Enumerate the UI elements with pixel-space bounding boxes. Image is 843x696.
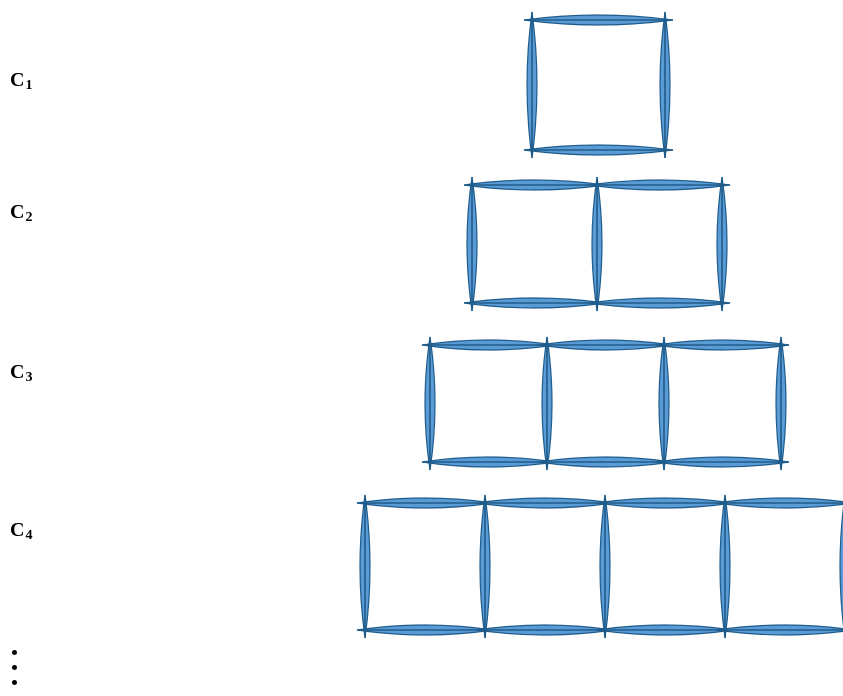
matchstick-horizontal-bottom [524,145,673,155]
matchstick-horizontal-bottom [464,298,605,308]
matchstick-horizontal-bottom [597,625,733,635]
matchstick-horizontal-bottom [539,457,672,467]
matchstick-vertical [360,495,370,638]
matchstick-horizontal-top [656,340,789,350]
matchstick-horizontal-top [597,498,733,508]
matchstick-horizontal-top [357,498,493,508]
matchstick-horizontal-top [524,15,673,25]
matchstick-horizontal-bottom [656,457,789,467]
matchstick-vertical [600,495,610,638]
matchstick-horizontal-bottom [422,457,555,467]
matchstick-vertical [592,177,602,311]
matchstick-horizontal-top [539,340,672,350]
matchstick-vertical [467,177,477,311]
matchstick-horizontal-top [464,180,605,190]
matchstick-vertical [659,337,669,470]
matchstick-horizontal-bottom [717,625,843,635]
matchstick-horizontal-top [422,340,555,350]
matchstick-vertical [717,177,727,311]
matchstick-horizontal-top [477,498,613,508]
matchstick-vertical [480,495,490,638]
matchstick-horizontal-bottom [357,625,493,635]
matchstick-vertical [660,12,670,158]
matchstick-horizontal-bottom [477,625,613,635]
matchstick-vertical [542,337,552,470]
matchstick-vertical [776,337,786,470]
matchstick-horizontal-bottom [589,298,730,308]
matchstick-vertical [527,12,537,158]
matchstick-vertical [425,337,435,470]
matchstick-horizontal-top [717,498,843,508]
matchstick-vertical [720,495,730,638]
matchstick-horizontal-top [589,180,730,190]
